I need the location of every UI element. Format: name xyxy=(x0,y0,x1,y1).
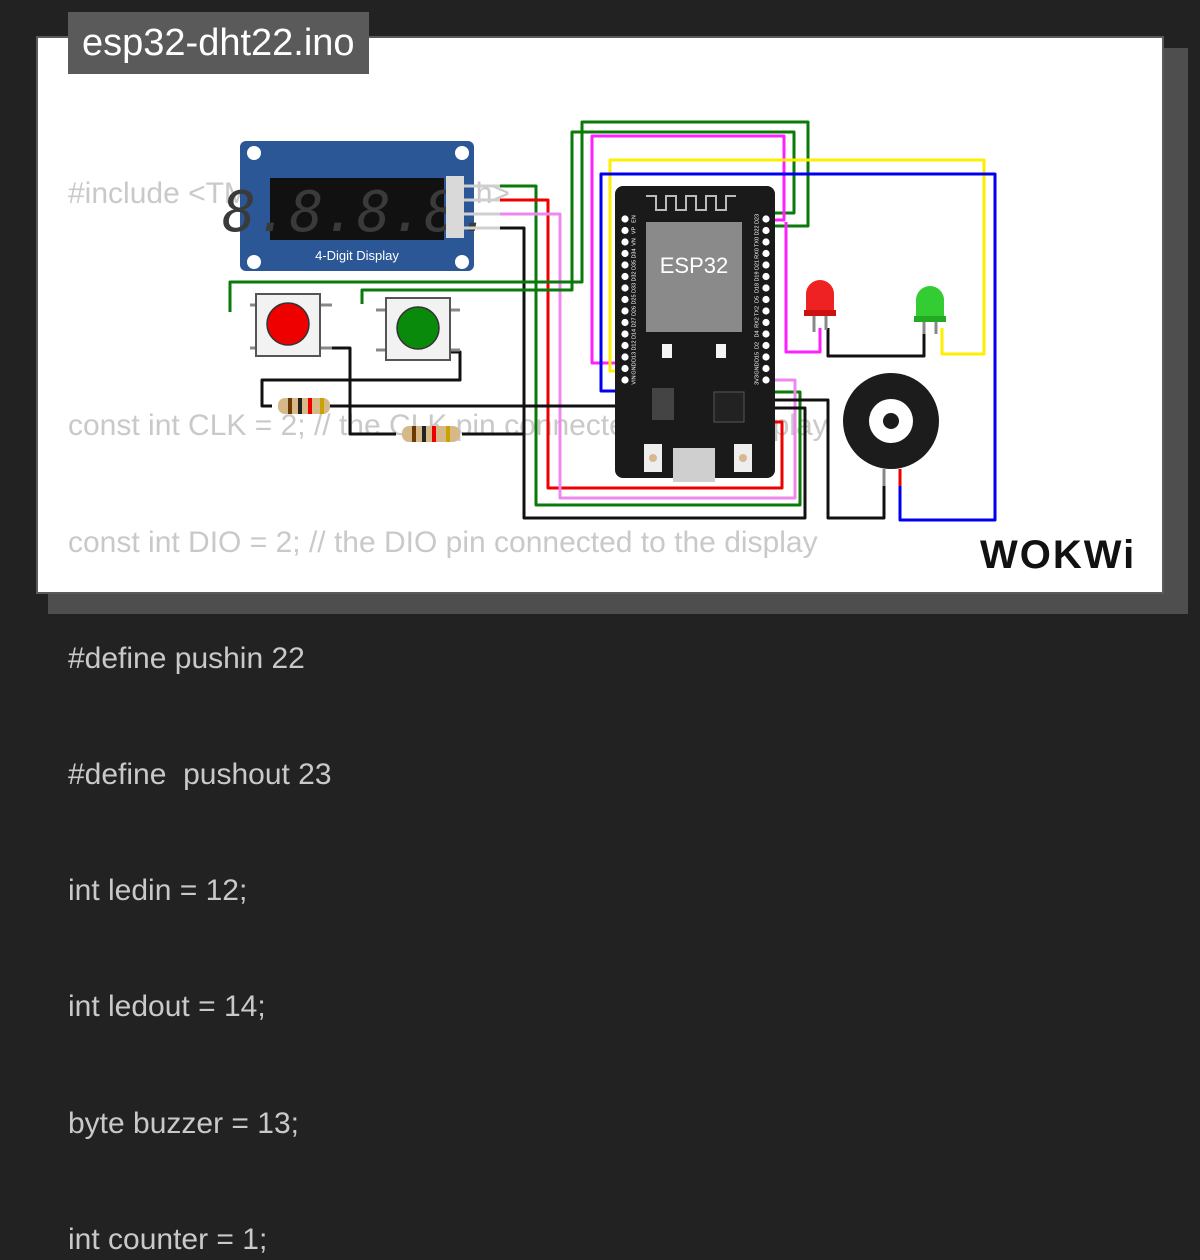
esp32-pin-label: D18 xyxy=(754,283,760,293)
esp32-pin-hole[interactable] xyxy=(621,376,629,384)
code-line: int ledin = 12; xyxy=(68,874,248,908)
esp32-pin-hole[interactable] xyxy=(621,249,629,258)
pushbutton-red-icon[interactable] xyxy=(250,293,332,357)
esp32-pin-label: EN xyxy=(631,215,637,223)
esp32-pin-label: RX0 xyxy=(754,248,760,259)
esp32-pin-label: D12 xyxy=(631,340,637,350)
esp32-pin-label: D25 xyxy=(631,294,637,304)
seven-segment-display[interactable]: 8.8.8.8. 4-Digit Display xyxy=(222,141,500,271)
wire-black-led xyxy=(826,328,926,358)
esp32-pin-hole[interactable] xyxy=(762,307,770,315)
esp32-pin-label: D14 xyxy=(631,329,637,339)
esp32-pin-hole[interactable] xyxy=(762,249,770,258)
esp32-board[interactable]: ESP32 ENVPVND34D35D32D33D25D26D27D14D12D… xyxy=(615,186,775,482)
esp32-pin-hole[interactable] xyxy=(762,341,770,350)
wires xyxy=(228,120,997,522)
wokwi-logo: WOKWi xyxy=(980,533,1136,577)
usb-port-icon xyxy=(673,448,715,482)
esp32-pin-label: VN xyxy=(631,238,637,246)
esp32-pin-hole[interactable] xyxy=(621,330,629,338)
code-line: int ledout = 14; xyxy=(68,990,266,1024)
wire-pink-display xyxy=(500,212,797,500)
esp32-pin-label: D13 xyxy=(631,352,637,362)
esp32-label: ESP32 xyxy=(660,253,729,278)
esp32-pin-hole[interactable] xyxy=(621,284,629,292)
esp32-pin-hole[interactable] xyxy=(762,284,770,292)
esp32-pin-label: D5 xyxy=(754,296,760,303)
code-line: int counter = 1; xyxy=(68,1222,268,1256)
code-line: #define pushin 22 xyxy=(68,641,305,675)
esp32-pin-label: D15 xyxy=(754,352,760,362)
wire-red-display xyxy=(500,198,784,490)
code-line: const int DIO = 2; // the DIO pin connec… xyxy=(68,525,818,559)
esp32-pin-hole[interactable] xyxy=(621,272,629,281)
wire-magenta-top xyxy=(590,134,786,365)
pushbutton-green-icon[interactable] xyxy=(376,297,460,361)
esp32-pin-hole[interactable] xyxy=(621,341,629,350)
esp32-pin-hole[interactable] xyxy=(762,238,770,246)
wire-black-buzzer xyxy=(766,398,886,520)
esp32-pin-label: D32 xyxy=(631,271,637,281)
esp32-pin-hole[interactable] xyxy=(621,215,629,223)
esp32-pin-hole[interactable] xyxy=(621,364,629,373)
esp32-pin-label: TX0 xyxy=(754,237,760,247)
esp32-pin-label: 3V3 xyxy=(754,375,760,385)
code-line: #define pushout 23 xyxy=(68,757,332,791)
esp32-pin-hole[interactable] xyxy=(762,215,770,223)
esp32-pin-label: RX2 xyxy=(754,317,760,328)
code-line: byte buzzer = 13; xyxy=(68,1106,299,1140)
display-label: 4-Digit Display xyxy=(315,248,399,263)
esp32-pin-hole[interactable] xyxy=(762,261,770,269)
esp32-pin-hole[interactable] xyxy=(762,364,770,373)
esp32-pin-label: D21 xyxy=(754,260,760,270)
esp32-pin-label: D33 xyxy=(631,283,637,293)
esp32-pin-hole[interactable] xyxy=(621,226,629,235)
esp32-pin-hole[interactable] xyxy=(762,318,770,327)
resistor-icon xyxy=(402,426,460,442)
wire-green-top-2 xyxy=(228,120,810,312)
circuit-diagram: 8.8.8.8. 4-Digit Display ES xyxy=(222,120,997,522)
esp32-pin-hole[interactable] xyxy=(621,238,629,246)
esp32-pin-label: D23 xyxy=(754,214,760,224)
wire-black-button-red xyxy=(322,346,396,436)
esp32-pin-hole[interactable] xyxy=(762,295,770,304)
esp32-pin-hole[interactable] xyxy=(621,307,629,315)
wokwi-logo-text: WOKWi xyxy=(980,533,1136,577)
esp32-pin-hole[interactable] xyxy=(621,261,629,269)
esp32-pin-hole[interactable] xyxy=(762,226,770,235)
esp32-pin-label: D19 xyxy=(754,271,760,281)
esp32-pin-hole[interactable] xyxy=(762,272,770,281)
esp32-pin-label: GND xyxy=(754,362,760,374)
wire-black-button-green xyxy=(260,350,462,408)
esp32-pin-label: D26 xyxy=(631,306,637,316)
esp32-right-header: D23D22TX0RX0D21D19D18D5TX2RX2D4D2D15GND3… xyxy=(754,214,770,385)
esp32-pin-label: D27 xyxy=(631,317,637,327)
project-title: esp32-dht22.ino xyxy=(68,12,369,74)
wire-blue-top xyxy=(599,172,997,522)
esp32-left-header: EN VP VN D34D35D32D33D25D26D27D14D12D13GNDV… xyxy=(621,215,637,385)
wire-magenta-led xyxy=(784,222,822,354)
esp32-pin-label: VIN xyxy=(631,375,637,384)
led-green-icon[interactable] xyxy=(914,286,946,334)
esp32-pin-hole[interactable] xyxy=(762,353,770,361)
wire-green-top-1 xyxy=(360,130,796,304)
esp32-pin-label: D35 xyxy=(631,260,637,270)
esp32-pin-hole[interactable] xyxy=(762,376,770,384)
buzzer-icon[interactable] xyxy=(843,373,939,486)
esp32-pin-label: TX2 xyxy=(754,306,760,316)
esp32-pin-label: VP xyxy=(631,227,637,235)
wire-black-display xyxy=(500,226,807,520)
esp32-pin-label: D2 xyxy=(754,342,760,349)
resistor-icon xyxy=(278,398,330,414)
esp32-pin-label: GND xyxy=(631,362,637,374)
esp32-pin-label: D4 xyxy=(754,330,760,337)
esp32-pin-hole[interactable] xyxy=(621,295,629,304)
esp32-pin-hole[interactable] xyxy=(621,318,629,327)
wire-yellow-top xyxy=(608,158,986,373)
esp32-pin-label: D34 xyxy=(631,248,637,258)
led-red-icon[interactable] xyxy=(804,280,836,332)
esp32-pin-hole[interactable] xyxy=(762,330,770,338)
esp32-pin-label: D22 xyxy=(754,225,760,235)
esp32-pin-hole[interactable] xyxy=(621,353,629,361)
